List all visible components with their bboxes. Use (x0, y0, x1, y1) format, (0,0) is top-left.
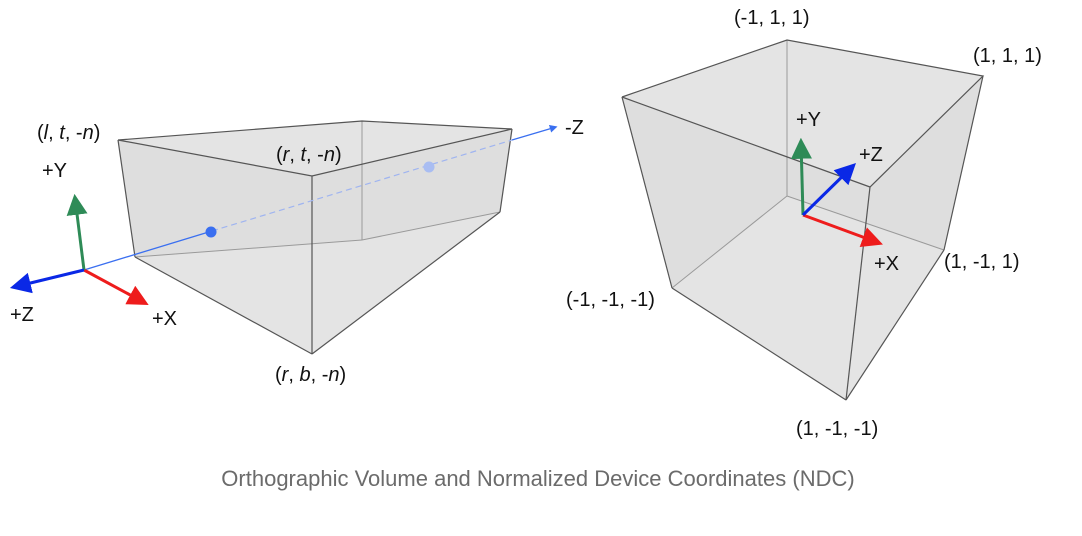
view-ray-dashed (211, 139, 513, 232)
ortho-edge (117, 139, 136, 258)
corner-label-l-t-n: (l, t, -n) (37, 122, 100, 144)
ndc-x-axis-arrow (802, 213, 883, 248)
z-axis-label: +Z (10, 304, 34, 326)
ortho-edge (134, 256, 313, 355)
ndc-edge (845, 186, 871, 401)
ndc-corner-label: (1, -1, -1) (796, 418, 878, 440)
z-axis-arrow (9, 268, 85, 294)
ortho-edge (311, 211, 501, 355)
ndc-cube: +Y +Z +X (-1, 1, 1) (1, 1, 1) (1, -1, 1)… (566, 7, 1042, 440)
view-direction-label: -Z (565, 117, 584, 139)
ndc-front-face (846, 76, 983, 400)
ndc-corner-label: (1, -1, 1) (944, 251, 1020, 273)
near-plane-point (205, 226, 217, 238)
ndc-y-axis-label: +Y (796, 109, 821, 131)
view-ray-arrow (511, 125, 558, 141)
ndc-hidden-edge (671, 195, 788, 289)
ndc-corner-label: (-1, 1, 1) (734, 7, 810, 29)
ndc-edge (943, 75, 984, 251)
orthographic-volume: +Y +Z +X -Z (l, t, -n) (r, t, -n) (r, b,… (9, 117, 584, 386)
ndc-left-face (622, 97, 870, 400)
ndc-x-axis-label: +X (874, 253, 899, 275)
ndc-edge (621, 96, 673, 289)
view-ray-solid (83, 230, 213, 271)
ortho-hidden-edge (361, 211, 501, 241)
ortho-hidden-edge (134, 239, 363, 258)
y-axis-arrow (66, 193, 88, 271)
corner-label-r-b-n: (r, b, -n) (275, 364, 346, 386)
ndc-corner-label: (1, 1, 1) (973, 45, 1042, 67)
x-axis-label: +X (152, 308, 177, 330)
ndc-corner-label: (-1, -1, -1) (566, 289, 655, 311)
far-plane-point (423, 161, 435, 173)
corner-label-r-t-n: (r, t, -n) (276, 144, 342, 166)
ndc-edge (845, 249, 945, 401)
ndc-z-axis-arrow (801, 163, 856, 217)
ndc-edge (671, 287, 847, 401)
ortho-left-face (118, 140, 312, 354)
figure-caption: Orthographic Volume and Normalized Devic… (221, 466, 854, 491)
y-axis-label: +Y (42, 160, 67, 182)
ortho-edge (499, 128, 513, 213)
x-axis-arrow (83, 268, 149, 305)
ndc-z-axis-label: +Z (859, 144, 883, 166)
ndc-y-axis-arrow (790, 137, 812, 216)
